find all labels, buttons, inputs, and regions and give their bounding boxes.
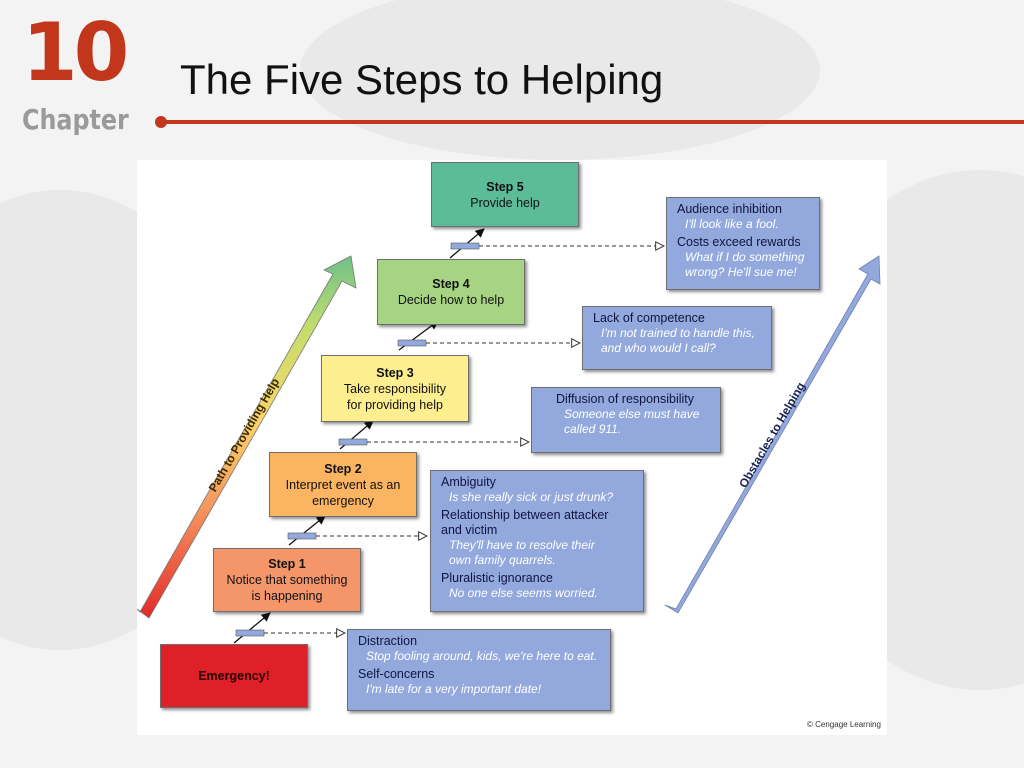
- chapter-label: Chapter: [22, 103, 129, 136]
- obstacle-heading: Costs exceed rewards: [677, 235, 801, 249]
- chapter-number: 10: [22, 6, 129, 99]
- obstacle-box-3: Diffusion of responsibility Someone else…: [531, 387, 721, 453]
- step-3-box: Step 3 Take responsibility for providing…: [321, 355, 469, 422]
- obstacle-heading: Ambiguity: [441, 475, 496, 489]
- step-4-heading: Step 4: [432, 277, 470, 291]
- step-1-box: Step 1 Notice that something is happenin…: [213, 548, 361, 612]
- copyright-credit: © Cengage Learning: [807, 720, 881, 729]
- obstacle-heading: Audience inhibition: [677, 202, 782, 216]
- path-to-help-arrow: [137, 255, 357, 619]
- emergency-label: Emergency!: [198, 669, 270, 683]
- obstacle-example: Someone else must have called 911.: [564, 407, 700, 436]
- step-3-text: Take responsibility for providing help: [343, 381, 447, 412]
- obstacle-example: No one else seems worried.: [449, 586, 598, 600]
- obstacle-box-2: Ambiguity Is she really sick or just dru…: [430, 470, 644, 612]
- step-5-heading: Step 5: [486, 179, 524, 194]
- obstacle-heading: Pluralistic ignorance: [441, 571, 553, 585]
- obstacle-example: Stop fooling around, kids, we're here to…: [366, 649, 598, 663]
- emergency-box: Emergency!: [160, 644, 308, 708]
- obstacle-heading: Self-concerns: [358, 667, 435, 681]
- obstacle-heading: Diffusion of responsibility: [556, 392, 695, 406]
- page-title: The Five Steps to Helping: [180, 56, 664, 103]
- obstacle-heading: Distraction: [358, 634, 418, 648]
- diagram-panel: Path to Providing Help Obstacles to Help…: [137, 160, 887, 735]
- step-2-box: Step 2 Interpret event as an emergency: [269, 452, 417, 517]
- obstacle-box-5: Audience inhibition I'll look like a foo…: [666, 197, 820, 290]
- step-5-box: Step 5 Provide help: [431, 162, 579, 227]
- title-rule: [155, 115, 1024, 129]
- title-rule-dot: [155, 116, 167, 128]
- step-2-text: Interpret event as an emergency: [285, 477, 401, 508]
- obstacles-arrow: [664, 255, 881, 614]
- obstacle-example: I'll look like a fool.: [685, 217, 779, 231]
- obstacle-example: I'm late for a very important date!: [366, 682, 542, 696]
- obstacle-example: Is she really sick or just drunk?: [449, 490, 614, 504]
- title-rule-line: [165, 120, 1024, 124]
- step-1-heading: Step 1: [268, 557, 306, 571]
- obstacle-example: They'll have to resolve their own family…: [449, 538, 595, 567]
- diagram-arrows: [137, 228, 881, 644]
- obstacle-heading: Lack of competence: [593, 311, 705, 325]
- step-4-text: Decide how to help: [397, 293, 505, 307]
- obstacle-heading: Relationship between attacker and victim: [441, 508, 609, 537]
- step-4-box: Step 4 Decide how to help: [377, 259, 525, 325]
- step-2-heading: Step 2: [324, 461, 362, 476]
- step-3-heading: Step 3: [376, 365, 414, 380]
- step-5-text: Provide help: [470, 195, 540, 210]
- obstacle-box-1: Distraction Stop fooling around, kids, w…: [347, 629, 611, 711]
- obstacle-example: I'm not trained to handle this, and who …: [601, 326, 755, 355]
- obstacle-example: What if I do something wrong? He'll sue …: [685, 250, 805, 279]
- obstacle-box-4: Lack of competence I'm not trained to ha…: [582, 306, 772, 370]
- step-1-text: Notice that something is happening: [226, 573, 348, 603]
